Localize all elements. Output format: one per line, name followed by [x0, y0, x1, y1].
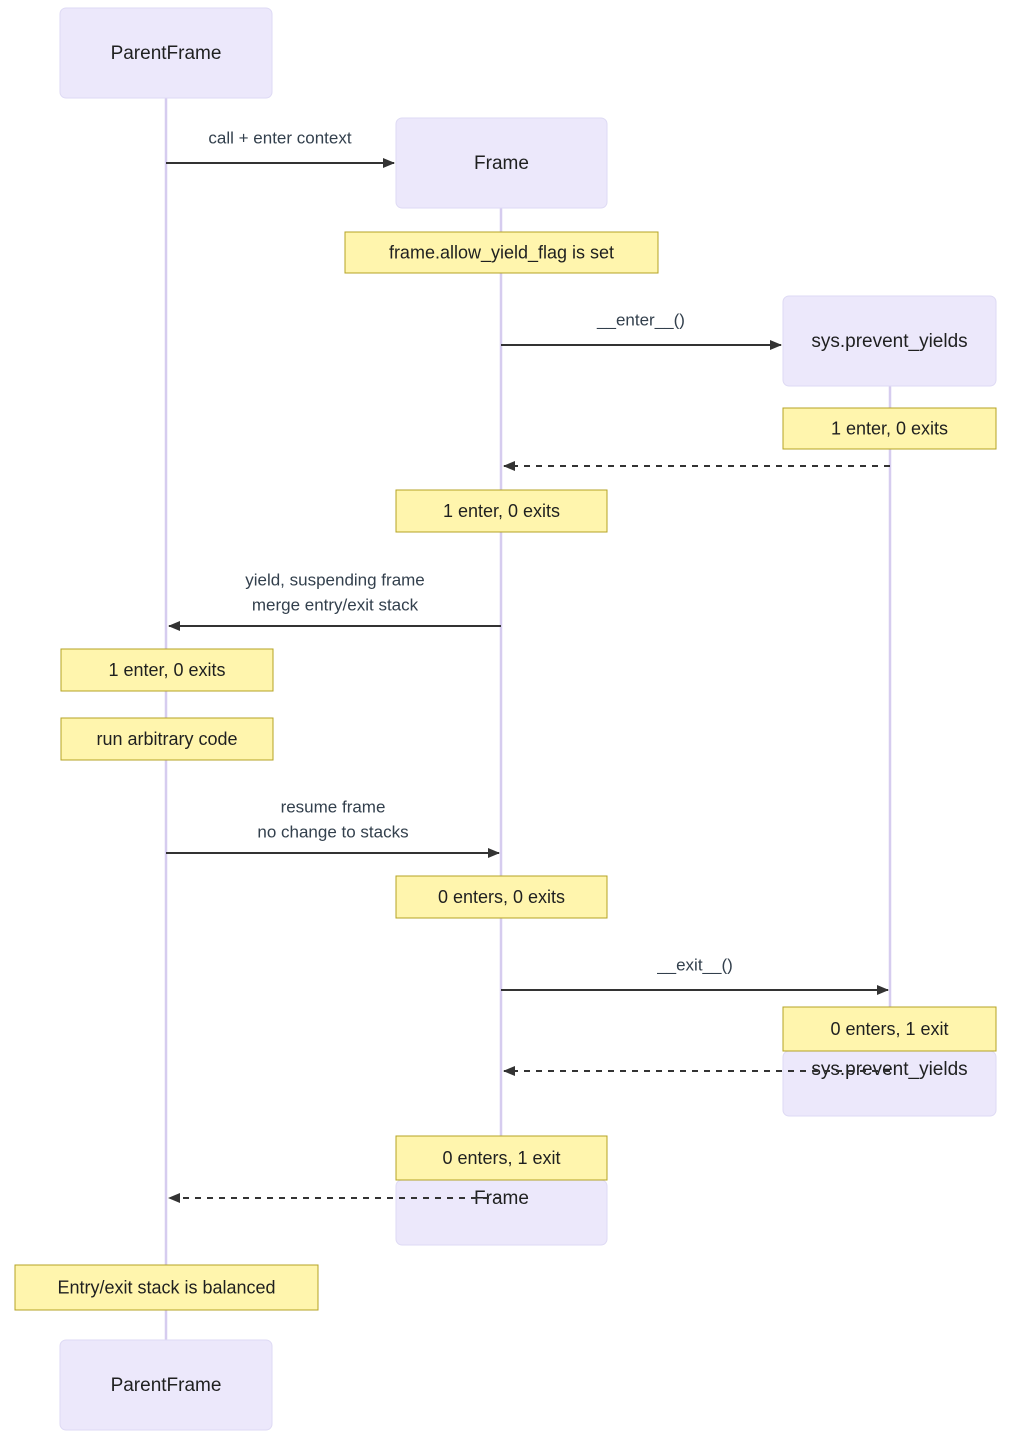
- note-label: 0 enters, 1 exit: [830, 1019, 948, 1039]
- note-allow-yield-flag[interactable]: frame.allow_yield_flag is set: [344, 231, 659, 274]
- note-label: 1 enter, 0 exits: [443, 501, 560, 521]
- actor-label: sys.prevent_yields: [811, 331, 967, 352]
- msg-call-enter-context[interactable]: call + enter context: [166, 128, 395, 168]
- message-label: __exit__(): [656, 955, 733, 974]
- actor-box-parentframe-top[interactable]: ParentFrame: [59, 7, 273, 99]
- actor-label: sys.prevent_yields: [811, 1059, 967, 1080]
- actor-box-background: [59, 7, 273, 99]
- actor-label: Frame: [474, 1188, 529, 1209]
- note-background: [395, 875, 608, 919]
- note-background: [395, 489, 608, 533]
- note-frame-0-enters-1-exit[interactable]: 0 enters, 1 exit: [395, 1135, 608, 1181]
- message-label: no change to stacks: [257, 822, 408, 841]
- actor-box-parentframe-bottom[interactable]: ParentFrame: [59, 1339, 273, 1431]
- msg-exit[interactable]: __exit__(): [501, 955, 889, 995]
- actor-box-sys-prevent-yields-bottom[interactable]: sys.prevent_yields: [782, 1050, 997, 1117]
- note-parent-1-enter[interactable]: 1 enter, 0 exits: [60, 648, 274, 692]
- message-label: yield, suspending frame: [245, 570, 425, 589]
- msg-enter[interactable]: __enter__(): [501, 310, 782, 350]
- note-label: frame.allow_yield_flag is set: [389, 242, 614, 263]
- note-balanced[interactable]: Entry/exit stack is balanced: [14, 1264, 319, 1311]
- note-label: 0 enters, 1 exit: [442, 1148, 560, 1168]
- message-label: merge entry/exit stack: [252, 595, 419, 614]
- actor-boxes-layer: ParentFrameFramesys.prevent_yieldssys.pr…: [59, 7, 997, 1431]
- actor-label: Frame: [474, 153, 529, 174]
- notes-layer: frame.allow_yield_flag is set 1 enter, 0 …: [14, 231, 997, 1311]
- message-label: __enter__(): [596, 310, 685, 329]
- note-background: [14, 1264, 319, 1311]
- actor-box-background: [59, 1339, 273, 1431]
- note-run-arbitrary[interactable]: run arbitrary code: [60, 717, 274, 761]
- note-background: [60, 717, 274, 761]
- actor-box-sys-prevent-yields-top[interactable]: sys.prevent_yields: [782, 295, 997, 387]
- actor-label: ParentFrame: [111, 43, 222, 64]
- note-label: 0 enters, 0 exits: [438, 887, 565, 907]
- actor-box-frame-bottom[interactable]: Frame: [395, 1179, 608, 1246]
- note-label: 1 enter, 0 exits: [831, 418, 948, 438]
- note-background: [782, 1006, 997, 1052]
- message-label: resume frame: [281, 797, 386, 816]
- actor-box-background: [395, 117, 608, 209]
- msg-resume-frame[interactable]: resume frame no change to stacks: [166, 797, 500, 858]
- note-background: [60, 648, 274, 692]
- message-label: call + enter context: [208, 128, 351, 147]
- note-label: 1 enter, 0 exits: [108, 660, 225, 680]
- note-sys-1-enter[interactable]: 1 enter, 0 exits: [782, 407, 997, 450]
- messages-layer: call + enter context __enter__() yield, su…: [166, 128, 890, 1203]
- actor-box-frame-top[interactable]: Frame: [395, 117, 608, 209]
- note-background: [395, 1135, 608, 1181]
- note-frame-1-enter[interactable]: 1 enter, 0 exits: [395, 489, 608, 533]
- note-background: [782, 407, 997, 450]
- actor-label: ParentFrame: [111, 1375, 222, 1396]
- msg-yield-suspend[interactable]: yield, suspending frame merge entry/exit …: [168, 570, 501, 631]
- note-label: Entry/exit stack is balanced: [57, 1277, 275, 1297]
- note-background: [344, 231, 659, 274]
- actor-box-background: [782, 295, 997, 387]
- note-frame-0-enters-0-exits[interactable]: 0 enters, 0 exits: [395, 875, 608, 919]
- note-sys-0-enters-1-exit[interactable]: 0 enters, 1 exit: [782, 1006, 997, 1052]
- note-label: run arbitrary code: [96, 729, 237, 749]
